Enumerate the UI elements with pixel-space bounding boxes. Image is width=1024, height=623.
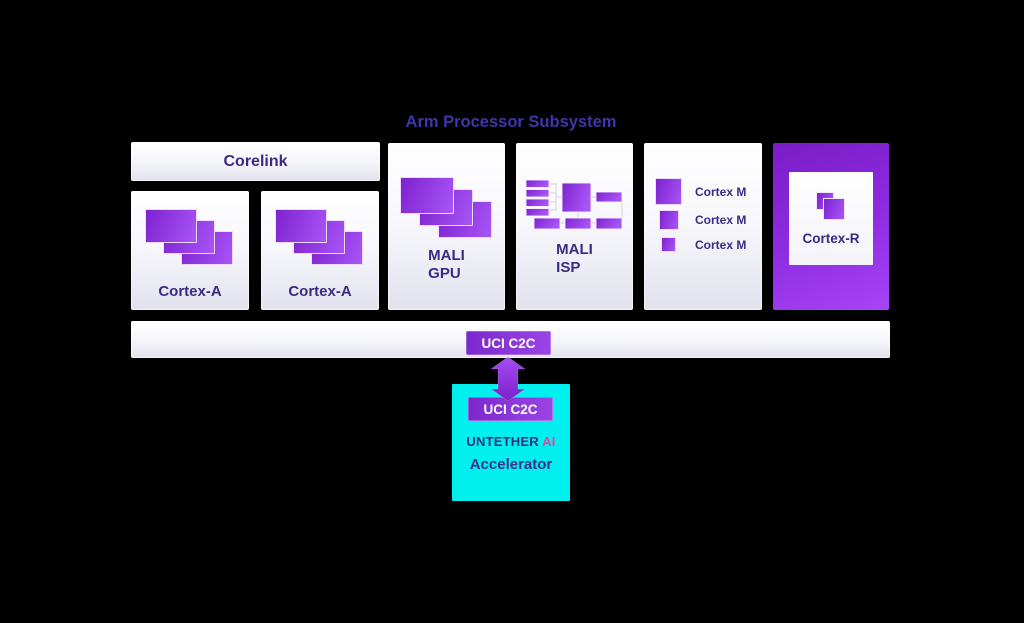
gpu-cluster-stack-icon	[399, 177, 494, 240]
uci-c2c-accel-badge: UCI C2C	[468, 397, 553, 421]
cortex-m-block: Cortex M Cortex M Cortex M	[644, 143, 762, 310]
isp-pipeline-icon	[525, 179, 623, 230]
mali-gpu-label: MALI GPU	[428, 247, 465, 282]
core-square-icon	[655, 178, 682, 205]
untether-ai-brand: UNTETHER AI	[466, 434, 556, 449]
untether-accelerator-block: UCI C2C UNTETHER AI Accelerator	[452, 384, 570, 501]
cpu-cluster-stack-icon	[275, 209, 365, 267]
cortex-r-label: Cortex-R	[802, 231, 860, 246]
corelink-label: Corelink	[223, 152, 288, 170]
interconnect-bus: UCI C2C	[131, 321, 890, 358]
cpu-cluster-stack-icon	[145, 209, 235, 267]
corelink-block: Corelink	[131, 142, 380, 181]
core-square-icon	[661, 237, 676, 252]
cortex-m-label: Cortex M	[695, 237, 747, 252]
core-square-icon	[658, 210, 679, 230]
cortex-a-block-2: Cortex-A	[261, 191, 379, 310]
cortex-a-label: Cortex-A	[158, 283, 222, 300]
uci-c2c-bus-badge: UCI C2C	[466, 331, 551, 355]
mali-isp-block: MALI ISP	[516, 143, 633, 310]
bidirectional-arrow-icon	[491, 357, 525, 401]
diagram-title: Arm Processor Subsystem	[405, 113, 617, 131]
mali-gpu-block: MALI GPU	[388, 143, 505, 310]
cortex-m-label: Cortex M	[695, 213, 747, 227]
accelerator-label: Accelerator	[469, 456, 553, 473]
cortex-r-block: Cortex-R	[773, 143, 889, 310]
mali-isp-label: MALI ISP	[556, 241, 593, 276]
overlapping-squares-icon	[816, 192, 846, 222]
cortex-a-block-1: Cortex-A	[131, 191, 249, 310]
cortex-a-label: Cortex-A	[288, 283, 352, 300]
cortex-m-label: Cortex M	[695, 184, 747, 199]
